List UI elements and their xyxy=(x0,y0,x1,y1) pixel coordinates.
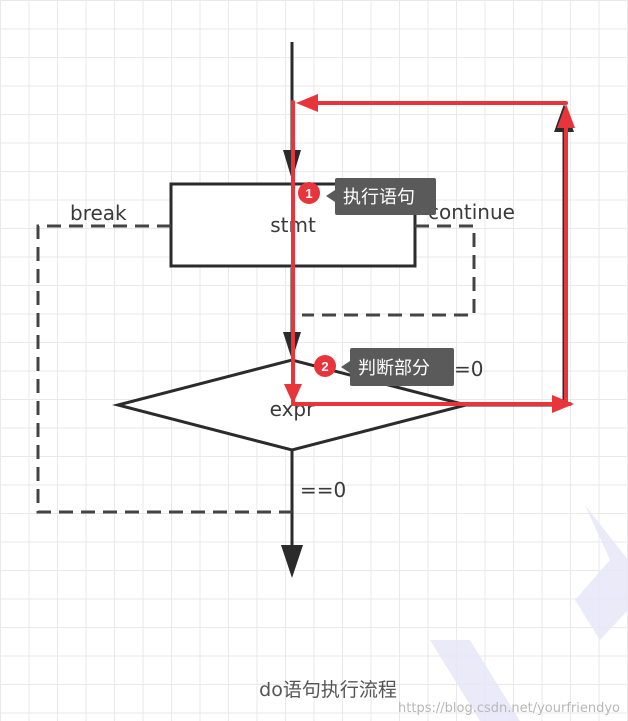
break-label: break xyxy=(70,201,127,225)
annotation-step2: 2 判断部分 xyxy=(314,348,454,386)
annotation-step1: 1 执行语句 xyxy=(298,178,436,215)
zero-label: ==0 xyxy=(300,478,346,502)
arrowhead-exit xyxy=(281,545,303,578)
step1-callout-pointer xyxy=(326,190,335,202)
continue-label: continue xyxy=(428,200,515,224)
watermark-shapes xyxy=(430,505,628,721)
red-arrowhead-down xyxy=(284,384,302,404)
step1-number: 1 xyxy=(305,186,312,201)
step1-badge xyxy=(298,182,320,204)
step2-badge xyxy=(314,355,336,377)
break-dashed-path xyxy=(36,224,292,514)
step2-text: 判断部分 xyxy=(358,358,430,379)
continue-dashed-path xyxy=(302,224,476,317)
red-arrowhead-right xyxy=(552,395,574,413)
diagram-caption: do语句执行流程 xyxy=(259,679,397,701)
red-annotation-loop xyxy=(291,100,572,406)
red-arrowheads xyxy=(284,94,575,413)
step2-callout-pointer xyxy=(341,361,350,373)
watermark-url: https://blog.csdn.net/yourfriendyo xyxy=(398,701,620,716)
red-arrowhead-up xyxy=(557,104,575,128)
step2-number: 2 xyxy=(321,359,328,374)
step1-text: 执行语句 xyxy=(343,187,415,208)
step1-callout xyxy=(335,178,436,215)
red-arrowhead-left xyxy=(296,94,318,112)
step2-callout xyxy=(350,348,454,386)
